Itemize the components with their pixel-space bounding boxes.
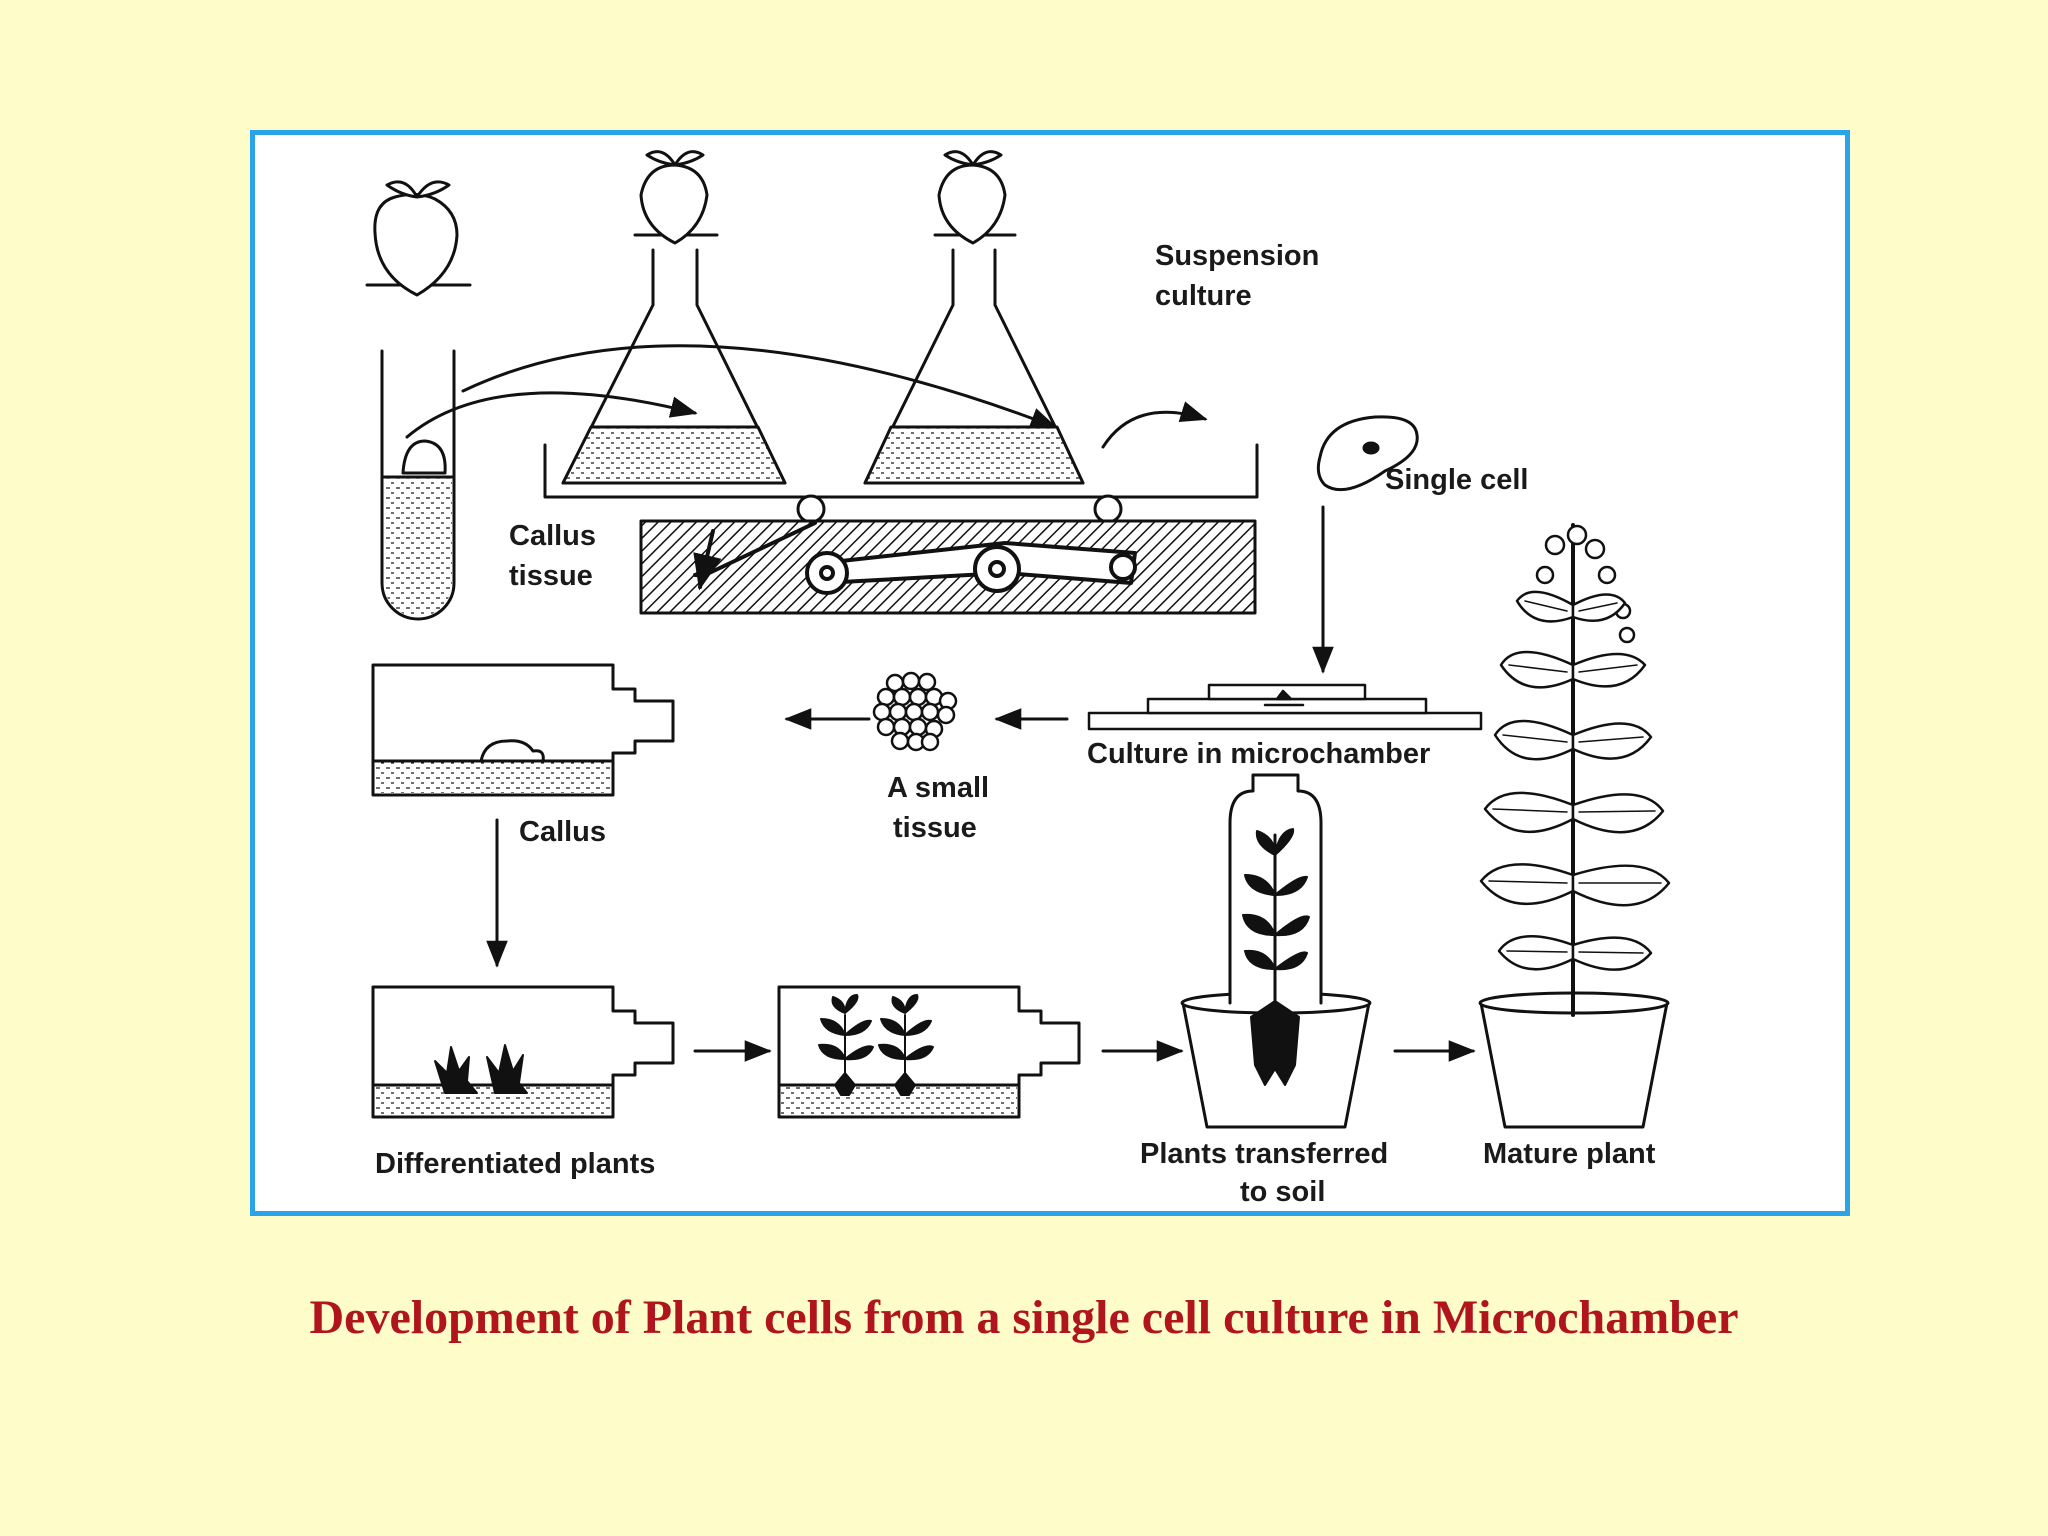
culture-bottle-icon	[371, 985, 675, 1119]
mature-plant-icon	[1478, 523, 1671, 1129]
label-suspension-culture-line1: Suspension	[1155, 240, 1319, 272]
label-mature-plant: Mature plant	[1483, 1138, 1656, 1170]
label-a-small-tissue-line1: A small	[887, 772, 989, 804]
test-tube-icon	[365, 180, 472, 621]
label-callus-tissue-line2: tissue	[509, 560, 593, 592]
label-culture-in-microchamber: Culture in microchamber	[1087, 738, 1430, 770]
label-single-cell: Single cell	[1385, 464, 1528, 496]
label-suspension-culture-line2: culture	[1155, 280, 1252, 312]
label-plants-transferred-line2: to soil	[1240, 1176, 1325, 1208]
label-plants-transferred-line1: Plants transferred	[1140, 1138, 1388, 1170]
label-differentiated-plants: Differentiated plants	[375, 1148, 655, 1180]
culture-bottle-icon	[777, 985, 1081, 1119]
microchamber-icon	[1087, 683, 1483, 731]
arrow-tube-to-flask1	[405, 391, 698, 439]
shaker-icon	[543, 443, 1259, 615]
potted-plantlet-icon	[1180, 773, 1372, 1129]
figure-caption: Development of Plant cells from a single…	[309, 1291, 1739, 1344]
label-callus-tissue-line1: Callus	[509, 520, 596, 552]
diagram-frame: Suspension culture Single cell Callus ti…	[250, 130, 1850, 1216]
small-tissue-icon	[872, 671, 958, 752]
arrow-to-single-cell	[1101, 401, 1208, 449]
label-callus: Callus	[519, 816, 606, 848]
plant-cell-culture-diagram: Suspension culture Single cell Callus ti…	[365, 150, 1671, 1208]
flask-icon	[561, 150, 787, 485]
label-a-small-tissue-line2: tissue	[893, 812, 977, 844]
arrow-tube-to-flask2	[461, 344, 1058, 429]
single-cell-icon	[1316, 415, 1419, 492]
flask-icon	[863, 150, 1085, 485]
culture-bottle-icon	[371, 663, 675, 797]
